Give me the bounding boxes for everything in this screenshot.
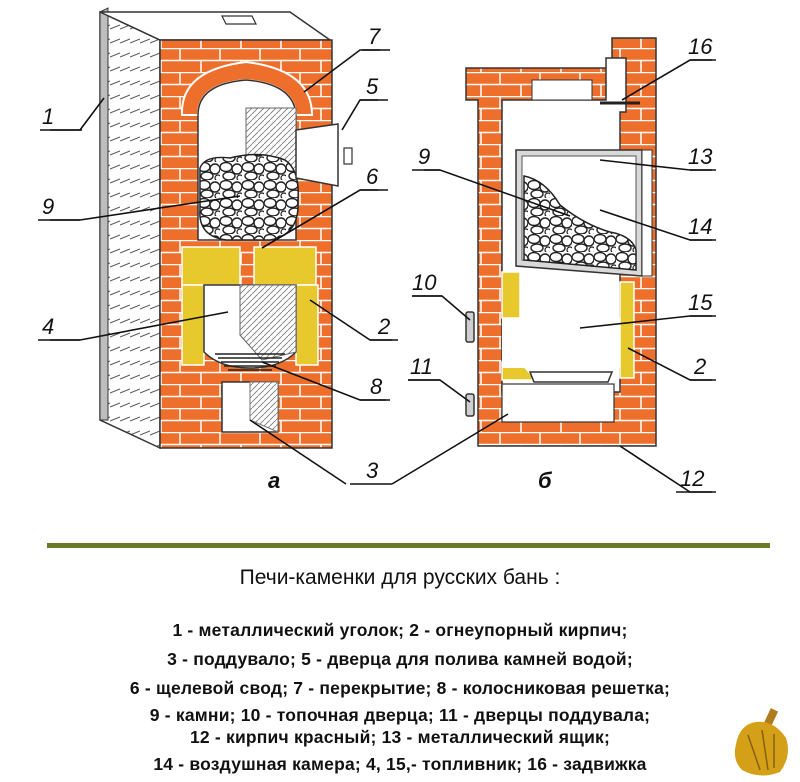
leader-1 — [50, 97, 105, 131]
callout-13: 13 — [688, 144, 713, 169]
leader-3b — [391, 413, 509, 485]
chimney-opening — [221, 15, 257, 25]
stones-pile-b — [523, 175, 637, 271]
water-door — [295, 123, 339, 187]
view-label-a: а — [268, 468, 280, 493]
callout-15: 15 — [688, 290, 713, 315]
legend-line-4: 9 - камни; 10 - топочная дверца; 11 - дв… — [149, 705, 651, 725]
callout-6: 6 — [366, 164, 379, 189]
grate — [215, 353, 285, 371]
section-divider — [47, 543, 770, 548]
legend-line-3: 6 - щелевой свод; 7 - перекрытие; 8 - ко… — [129, 678, 671, 698]
callout-9a: 9 — [42, 194, 54, 219]
view-a-stove — [99, 7, 353, 450]
callout-9b: 9 — [418, 144, 430, 169]
callout-2b: 2 — [693, 354, 706, 379]
callout-2a: 2 — [377, 314, 390, 339]
callout-4: 4 — [42, 314, 54, 339]
firebox-back-wall — [239, 284, 297, 361]
callout-16: 16 — [688, 34, 713, 59]
leader-10 — [412, 295, 471, 321]
callout-1: 1 — [42, 104, 54, 129]
air-chamber — [641, 149, 653, 277]
water-door-handle — [343, 147, 353, 165]
leader-3 — [249, 419, 347, 485]
legend-line-5: 12 - кирпич красный; 13 - металлический … — [189, 727, 611, 747]
ash-pit-back — [249, 381, 279, 433]
legend-line-2: 3 - поддувало; 5 - дверца для полива кам… — [167, 649, 633, 669]
callout-12: 12 — [680, 466, 704, 491]
ash-pit-b — [501, 383, 615, 423]
stones-pile-a — [199, 153, 299, 241]
view-label-b: б — [538, 468, 553, 493]
grate-b — [528, 371, 614, 383]
leader-underlines — [38, 49, 716, 493]
firebrick-left-b — [501, 271, 521, 319]
legend-line-6: 14 - воздушная камера; 4, 15,- топливник… — [153, 754, 647, 774]
leader-5 — [341, 99, 378, 131]
firebrick-wall-left — [181, 284, 205, 366]
legend-line-1: 1 - металлический уголок; 2 - огнеупорны… — [172, 620, 628, 640]
firebrick-vault-right — [253, 246, 317, 286]
leader-11 — [408, 379, 471, 403]
callout-8: 8 — [370, 374, 383, 399]
broom-logo — [734, 708, 788, 776]
metal-angle-side-panel — [99, 10, 161, 450]
callout-3: 3 — [366, 458, 379, 483]
fire-door — [465, 311, 475, 343]
caption-title: Печи-каменки для русских бань : — [239, 566, 561, 589]
chimney-channel-top — [531, 79, 593, 101]
metal-angle-edge — [99, 7, 109, 421]
firebrick-vault-left — [181, 246, 241, 286]
callout-5: 5 — [366, 74, 379, 99]
callout-11: 11 — [410, 354, 433, 379]
firebrick-wall-right — [295, 284, 319, 366]
ash-pit-door — [465, 393, 475, 417]
callout-10: 10 — [412, 270, 437, 295]
callout-14: 14 — [688, 214, 712, 239]
firebrick-right-b — [619, 281, 635, 379]
view-b-stove — [465, 37, 657, 447]
callout-7: 7 — [368, 24, 381, 49]
